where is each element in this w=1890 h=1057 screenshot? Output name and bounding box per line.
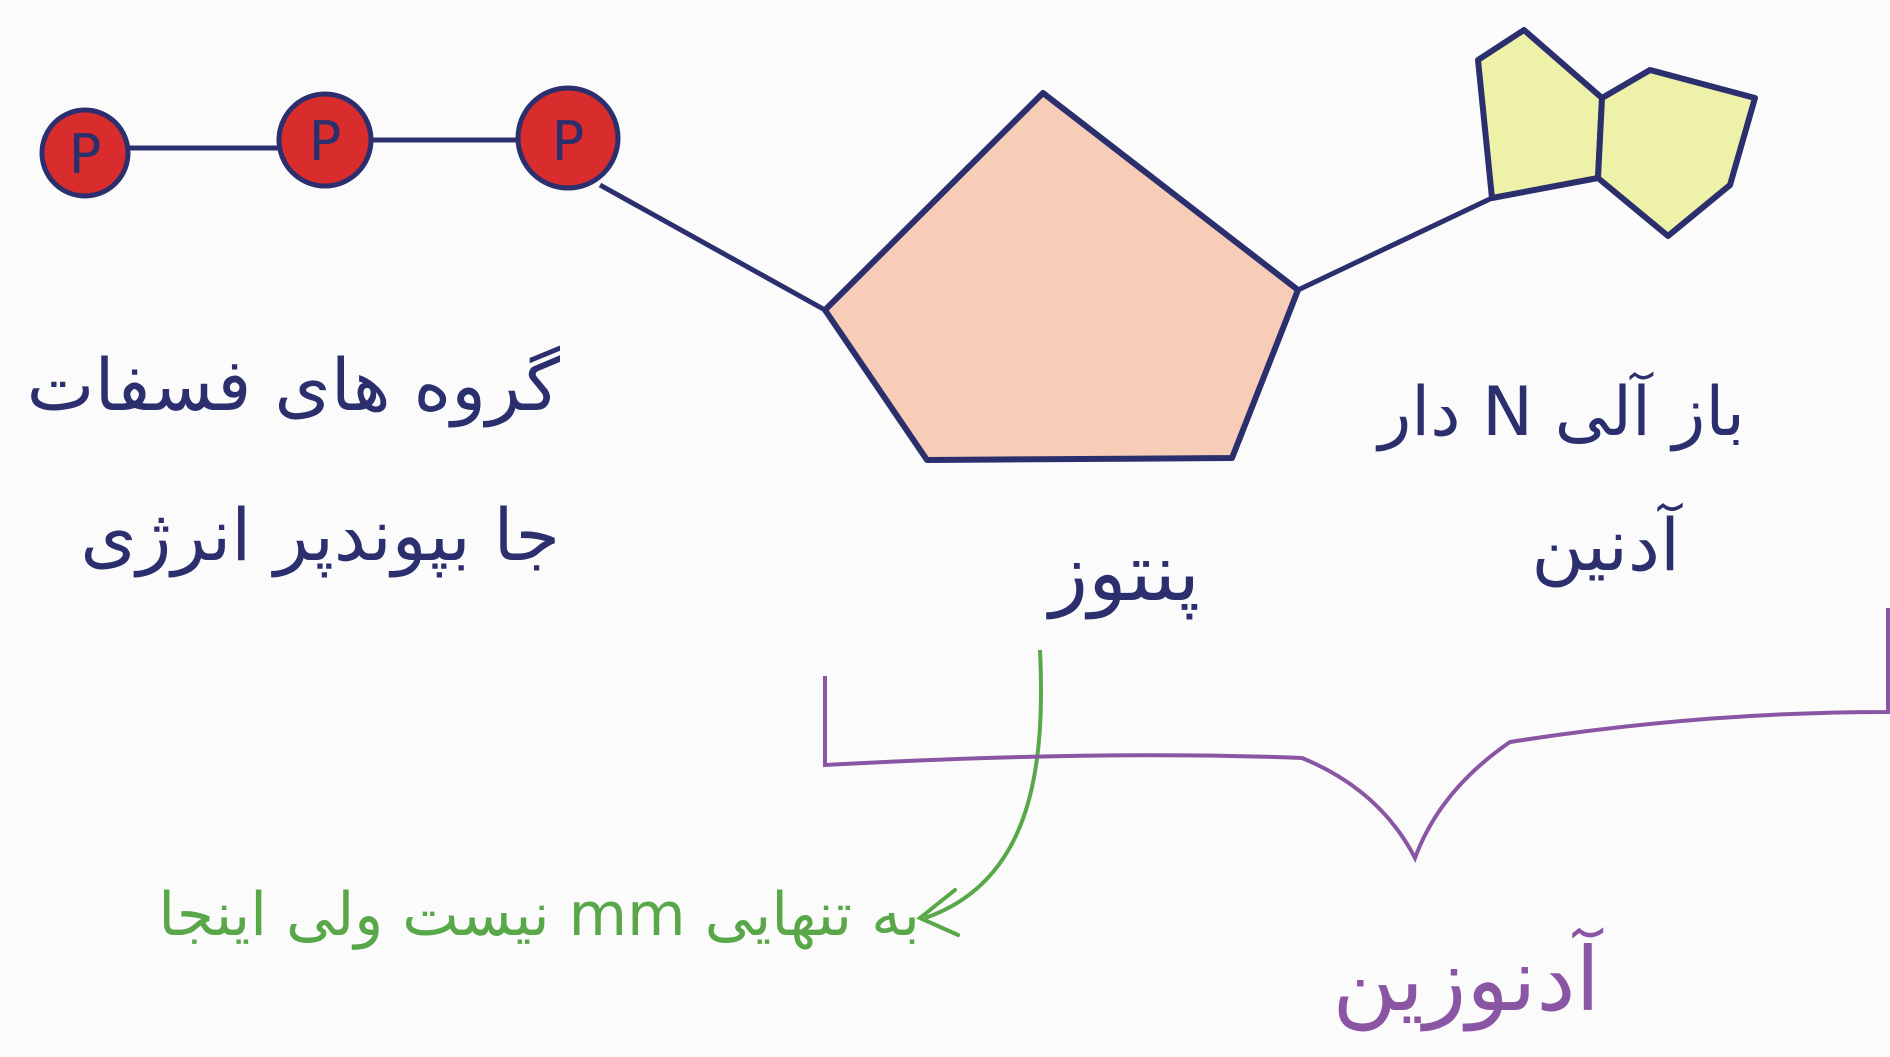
adenosine-label: آدنوزین xyxy=(1332,927,1603,1032)
green-arrow xyxy=(924,649,1043,920)
adenosine-bracket xyxy=(823,608,1890,863)
green-note-label: به تنهایی mm نیست ولی اینجا xyxy=(158,880,920,950)
phosphate-group-2: P xyxy=(276,91,374,189)
phosphate-circle xyxy=(39,107,131,199)
bonds xyxy=(128,137,1494,313)
adenine-label: آدنین xyxy=(1531,502,1683,588)
phosphate-label: P xyxy=(69,123,102,186)
phosphate-groups-label: گروه های فسفات xyxy=(27,343,561,428)
energy-bond-label: جا بپوندپر انرژی xyxy=(80,493,560,578)
phosphate-circle xyxy=(515,85,621,191)
phosphate-label: P xyxy=(309,110,342,173)
adenine-base-shape xyxy=(1475,27,1758,239)
pentose-label: پنتوز xyxy=(1045,526,1200,620)
green-arrowhead xyxy=(916,888,960,937)
phosphate-circle xyxy=(276,91,374,189)
bond-p3-sugar xyxy=(598,182,827,313)
bond-sugar-base xyxy=(1296,195,1494,293)
pentose-sugar-shape xyxy=(822,90,1301,463)
base-ring-6 xyxy=(1595,67,1758,239)
phosphate-label: P xyxy=(552,110,585,173)
phosphate-group-3: P xyxy=(515,85,621,191)
phosphate-group-1: P xyxy=(39,107,131,199)
nitrogenous-base-label: باز آلی N دار xyxy=(1375,371,1745,452)
base-ring-5 xyxy=(1475,27,1605,201)
